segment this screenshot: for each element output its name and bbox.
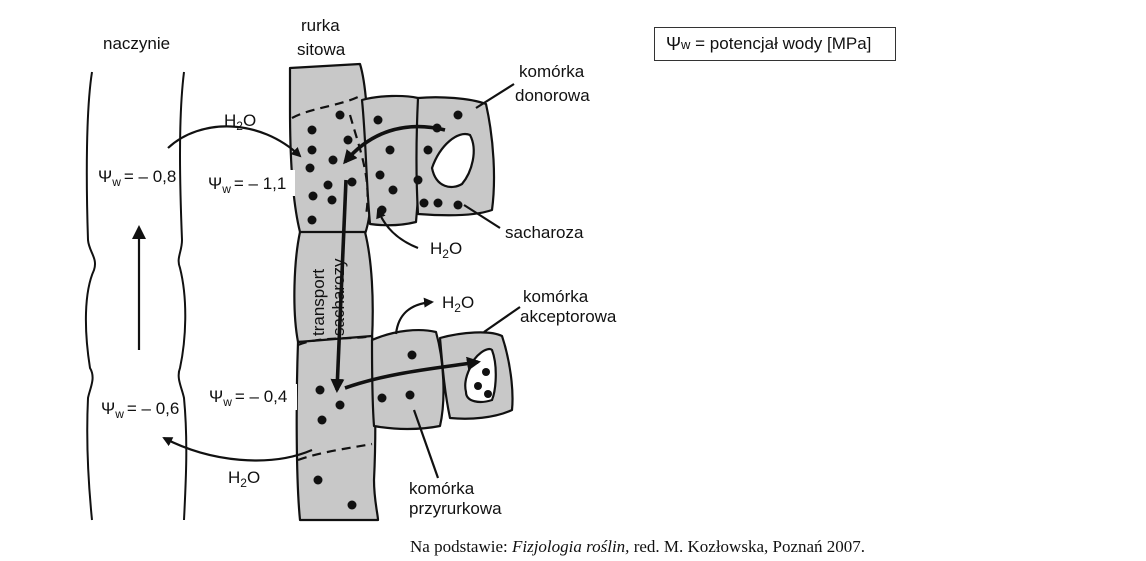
label-acceptor-1: komórka — [523, 287, 589, 306]
water-out-donor-arrow — [376, 208, 419, 250]
source-citation: Na podstawie: Fizjologia roślin, red. M.… — [410, 537, 865, 557]
companion-cell-top — [360, 94, 421, 227]
label-sieve-tube-2: sitowa — [297, 40, 346, 59]
sucrose-unloading-arrow — [344, 356, 481, 390]
label-companion-1: komórka — [409, 479, 475, 498]
water-tube-to-vessel-arrow — [162, 437, 313, 462]
label-bg-tube-bottom — [205, 384, 297, 410]
sucrose-transport-arrow — [330, 179, 348, 393]
label-potential-tube-bottom: Ψw= – 0,4 — [209, 387, 287, 409]
vessel-right-wall — [177, 71, 188, 521]
sucrose-molecules — [305, 110, 492, 510]
label-sieve-tube-1: rurka — [301, 16, 340, 35]
sucrose-pointer — [463, 204, 501, 229]
label-potential-vessel-top: Ψw= – 0,8 — [98, 167, 176, 189]
pointer-lines — [412, 83, 521, 479]
water-vessel-to-tube-arrow — [167, 125, 302, 158]
label-water-4: H2O — [228, 468, 260, 490]
label-potential-tube-top: Ψw= – 1,1 — [208, 174, 286, 196]
label-sucrose: sacharoza — [505, 223, 584, 242]
companion-pointer — [412, 409, 440, 479]
vessel — [84, 71, 188, 521]
label-transport-1: transport — [309, 269, 328, 336]
source-rest: red. M. Kozłowska, Poznań 2007. — [629, 537, 866, 556]
acceptor-pointer — [483, 306, 521, 333]
legend-subscript: w — [681, 36, 691, 52]
companion-cell-bottom — [370, 328, 445, 431]
sieve-tube — [288, 62, 380, 522]
cell-border-dash — [348, 114, 369, 216]
legend-text: = potencjał wody [MPa] — [690, 34, 872, 53]
source-prefix: Na podstawie: — [410, 537, 512, 556]
sieve-plate-2 — [297, 334, 373, 347]
sieve-plate-1 — [291, 95, 361, 119]
label-potential-vessel-bottom: Ψw= – 0,6 — [101, 399, 179, 421]
vessel-left-wall — [84, 71, 96, 521]
flow-arrows — [162, 124, 481, 462]
label-water-3: H2O — [442, 293, 474, 315]
label-acceptor-2: akceptorowa — [520, 307, 617, 326]
source-book: Fizjologia roślin, — [511, 537, 630, 556]
label-transport: transport sacharozy — [309, 258, 348, 336]
sucrose-loading-arrow — [343, 124, 446, 165]
acceptor-region — [370, 328, 514, 431]
label-water-2: H2O — [430, 239, 462, 261]
label-transport-2: sacharozy — [329, 258, 348, 336]
label-water-1: H2O — [224, 111, 256, 133]
label-companion-2: przyrurkowa — [409, 499, 502, 518]
donor-pointer — [475, 83, 515, 109]
donor-cell-vacuole — [430, 132, 475, 188]
label-donor-2: donorowa — [515, 86, 590, 105]
legend-symbol: Ψ — [666, 33, 682, 54]
water-out-acceptor-arrow — [394, 297, 434, 335]
label-bg-tube-top — [205, 170, 295, 196]
label-donor-1: komórka — [519, 62, 585, 81]
label-vessel: naczynie — [103, 34, 170, 53]
sieve-plate-3 — [297, 442, 373, 462]
